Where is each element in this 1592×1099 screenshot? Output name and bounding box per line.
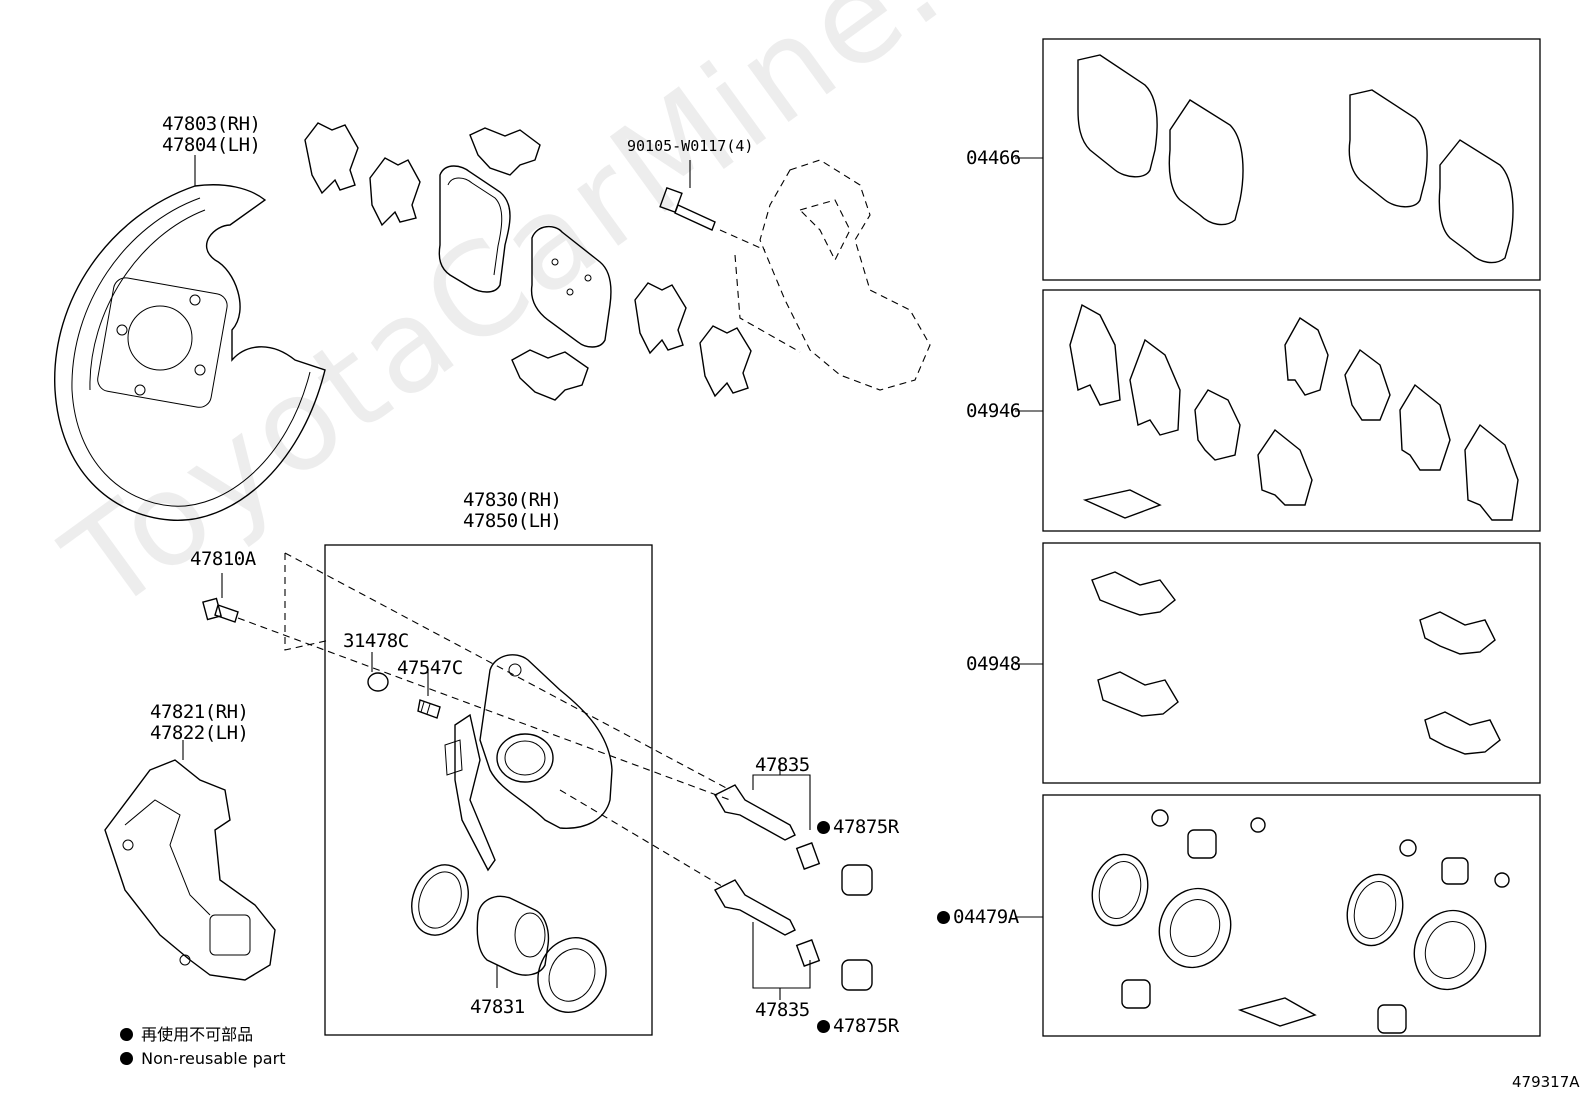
label-boot-lower[interactable]: 47875R xyxy=(817,1016,899,1036)
label-kit-fittings[interactable]: 04948 xyxy=(966,653,1021,675)
label-caliper-rh[interactable]: 47830(RH) xyxy=(463,489,562,511)
kit-box-pads xyxy=(1042,38,1541,281)
label-bleeder-plug[interactable]: 47547C xyxy=(397,657,463,679)
label-bolt-top[interactable]: 90105-W0117(4) xyxy=(627,137,754,155)
bleeder-plug-part xyxy=(417,699,441,719)
label-caliper-lh[interactable]: 47850(LH) xyxy=(463,510,562,532)
bushing-upper-part xyxy=(795,842,821,870)
legend-en: Non-reusable part xyxy=(120,1050,285,1068)
non-reusable-marker-icon xyxy=(937,911,950,924)
label-kit-cylinder[interactable]: 04479A xyxy=(937,907,1019,927)
kit-box-fittings xyxy=(1042,542,1541,784)
label-shield-rh[interactable]: 47803(RH) xyxy=(162,113,261,135)
label-kit-shims[interactable]: 04946 xyxy=(966,400,1021,422)
label-bleeder-bolt[interactable]: 47810A xyxy=(190,548,256,570)
label-shield-lh[interactable]: 47804(LH) xyxy=(162,134,261,156)
non-reusable-marker-icon xyxy=(120,1052,133,1065)
piston-seal-part xyxy=(411,864,469,936)
boot-lower-part xyxy=(841,959,873,991)
label-pin-lower[interactable]: 47835 xyxy=(755,999,810,1021)
label-cap[interactable]: 31478C xyxy=(343,630,409,652)
diagram-id: 479317A xyxy=(1512,1073,1580,1091)
cap-part xyxy=(367,672,389,692)
legend-jp: 再使用不可部品 xyxy=(120,1026,253,1044)
non-reusable-marker-icon xyxy=(120,1028,133,1041)
label-mounting-lh[interactable]: 47822(LH) xyxy=(150,722,249,744)
label-boot-upper[interactable]: 47875R xyxy=(817,817,899,837)
kit-04479a-parts xyxy=(1091,809,1510,1034)
label-kit-pads[interactable]: 04466 xyxy=(966,147,1021,169)
kit-04946-parts xyxy=(1069,303,1519,521)
piston-part xyxy=(476,895,550,976)
label-pin-upper[interactable]: 47835 xyxy=(755,754,810,776)
bleeder-bolt-part xyxy=(202,597,239,623)
non-reusable-marker-icon xyxy=(817,821,830,834)
label-mounting-rh[interactable]: 47821(RH) xyxy=(150,701,249,723)
dust-boot-part xyxy=(537,937,607,1013)
mounting-part xyxy=(104,759,276,981)
boot-upper-part xyxy=(841,864,873,896)
bushing-lower-part xyxy=(795,939,821,967)
slide-pin-upper-part xyxy=(714,784,796,841)
ghost-mounting xyxy=(719,159,931,391)
top-pads-shims xyxy=(304,122,752,401)
non-reusable-marker-icon xyxy=(817,1020,830,1033)
kit-04466-parts xyxy=(1077,54,1514,264)
caliper-body-part xyxy=(444,654,613,872)
kit-box-cylinder xyxy=(1042,794,1541,1037)
slide-pin-lower-part xyxy=(714,879,796,936)
bolt-top-part xyxy=(659,186,716,231)
label-piston[interactable]: 47831 xyxy=(470,996,525,1018)
caliper-assy-box xyxy=(324,544,653,1036)
kit-box-shims xyxy=(1042,289,1541,532)
kit-04948-parts xyxy=(1091,571,1501,755)
dust-shield-part xyxy=(54,184,326,521)
